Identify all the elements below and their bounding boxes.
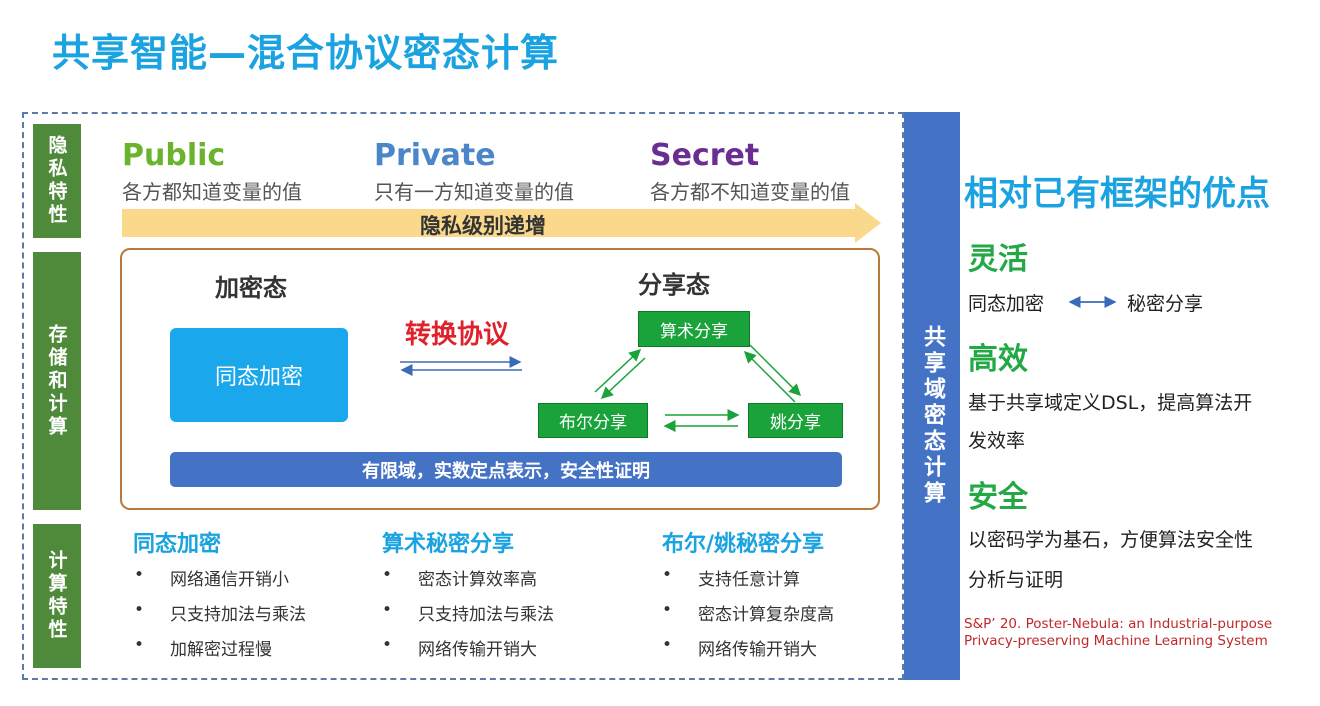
side-label-storage: 存储和计算 bbox=[33, 252, 81, 510]
col-he-heading: 同态加密 bbox=[133, 532, 222, 557]
level-private-desc: 只有一方知道变量的值 bbox=[374, 180, 574, 204]
list-item: 网络传输开销大 bbox=[382, 635, 537, 660]
list-item: 只支持加法与乘法 bbox=[134, 600, 306, 625]
side-label-privacy: 隐私特性 bbox=[33, 124, 81, 238]
secure-text-2: 分析与证明 bbox=[968, 569, 1064, 591]
bool-share-box: 布尔分享 bbox=[538, 403, 648, 438]
citation-line-2: Privacy-preserving Machine Learning Syst… bbox=[964, 633, 1268, 649]
convert-arrows bbox=[400, 356, 522, 376]
secure-text-1: 以密码学为基石，方便算法安全性 bbox=[968, 529, 1254, 551]
privacy-arrow bbox=[122, 209, 857, 237]
yao-share-box: 姚分享 bbox=[748, 403, 843, 438]
list-item: 加解密过程慢 bbox=[134, 635, 272, 660]
list-item: 密态计算复杂度高 bbox=[662, 600, 834, 625]
advantages-heading: 相对已有框架的优点 bbox=[964, 174, 1270, 214]
col-arith-heading: 算术秘密分享 bbox=[382, 532, 515, 557]
level-public-desc: 各方都知道变量的值 bbox=[122, 180, 302, 204]
secure-heading: 安全 bbox=[968, 480, 1028, 515]
share-arrows bbox=[594, 296, 1117, 432]
citation-line-1: S&P’ 20. Poster-Nebula: an Industrial-pu… bbox=[964, 616, 1273, 632]
efficient-heading: 高效 bbox=[968, 342, 1028, 377]
encrypted-state-label: 加密态 bbox=[215, 274, 287, 302]
foundation-bar: 有限域，实数定点表示，安全性证明 bbox=[170, 452, 842, 487]
storage-compute-box bbox=[120, 248, 880, 510]
level-public: Public bbox=[122, 138, 226, 173]
flex-left: 同态加密 bbox=[968, 293, 1045, 315]
level-secret-desc: 各方都不知道变量的值 bbox=[650, 180, 850, 204]
efficient-text-2: 发效率 bbox=[968, 430, 1026, 452]
shared-domain-bar: 共享域密态计算 bbox=[904, 112, 960, 680]
level-secret: Secret bbox=[650, 138, 760, 173]
he-box: 同态加密 bbox=[170, 328, 348, 422]
col-bool-yao-heading: 布尔/姚秘密分享 bbox=[662, 532, 825, 557]
share-state-label: 分享态 bbox=[638, 271, 710, 299]
flex-heading: 灵活 bbox=[968, 242, 1028, 277]
side-label-compute: 计算特性 bbox=[33, 524, 81, 668]
citation: S&P’ 20. Poster-Nebula: an Industrial-pu… bbox=[964, 616, 1272, 650]
convert-label: 转换协议 bbox=[405, 320, 510, 350]
list-item: 只支持加法与乘法 bbox=[382, 600, 554, 625]
list-item: 网络传输开销大 bbox=[662, 635, 817, 660]
flex-right: 秘密分享 bbox=[1127, 293, 1204, 315]
privacy-arrow-head bbox=[855, 203, 881, 243]
list-item: 密态计算效率高 bbox=[382, 565, 537, 590]
page-title: 共享智能—混合协议密态计算 bbox=[52, 31, 560, 75]
level-private: Private bbox=[374, 138, 496, 173]
efficient-text-1: 基于共享域定义DSL，提高算法开 bbox=[968, 392, 1253, 414]
privacy-arrow-label: 隐私级别递增 bbox=[420, 214, 546, 238]
list-item: 网络通信开销小 bbox=[134, 565, 289, 590]
arith-share-box: 算术分享 bbox=[638, 311, 750, 347]
list-item: 支持任意计算 bbox=[662, 565, 800, 590]
main-dashed-frame bbox=[22, 112, 904, 680]
